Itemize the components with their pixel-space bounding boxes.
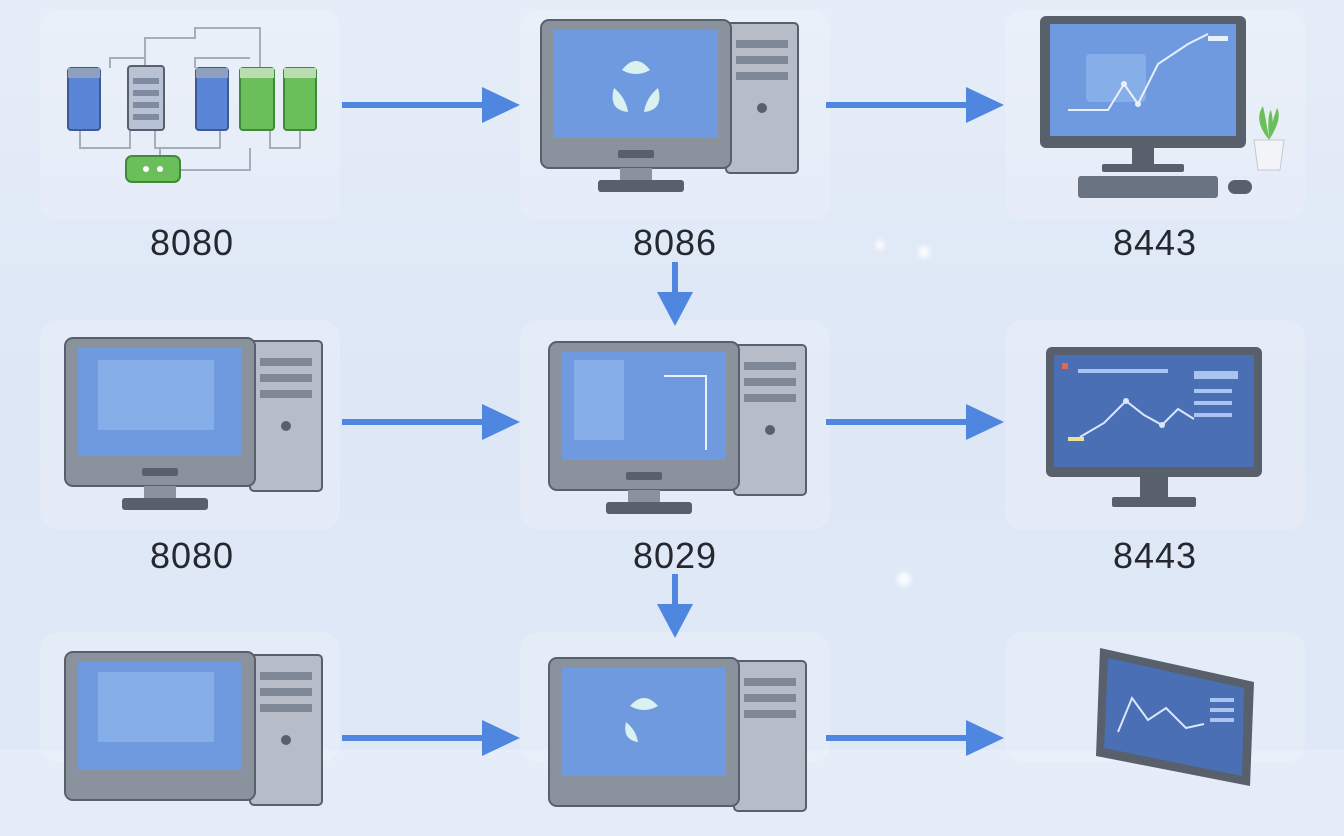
desktop-pc-icon — [64, 337, 323, 510]
desktop-pc-icon — [540, 19, 799, 192]
node-label: 8080 — [149, 222, 235, 263]
arrow-right — [342, 87, 520, 123]
arrow-right — [342, 720, 520, 756]
node-label: 8443 — [1112, 222, 1198, 263]
arrow-down — [657, 574, 693, 638]
node-label: 8443 — [1112, 535, 1198, 576]
node-label: 8080 — [149, 535, 235, 576]
arrow-right — [826, 404, 1004, 440]
arrow-right — [826, 87, 1004, 123]
desktop-pc-icon — [64, 651, 323, 806]
arrow-right — [342, 404, 520, 440]
monitor-dashboard-icon — [1046, 347, 1262, 507]
node-label: 8029 — [632, 535, 718, 576]
monitor-chart-icon — [1096, 648, 1254, 786]
node-label: 8086 — [632, 222, 718, 263]
glow-dot — [918, 246, 930, 258]
glow-dot — [875, 240, 885, 250]
desktop-pc-icon — [548, 657, 807, 812]
server-rack-icon — [67, 27, 317, 183]
arrow-right — [826, 720, 1004, 756]
desktop-pc-icon — [548, 341, 807, 514]
monitor-chart-icon — [1040, 16, 1285, 198]
arrow-down — [657, 262, 693, 326]
glow-dot — [897, 572, 911, 586]
